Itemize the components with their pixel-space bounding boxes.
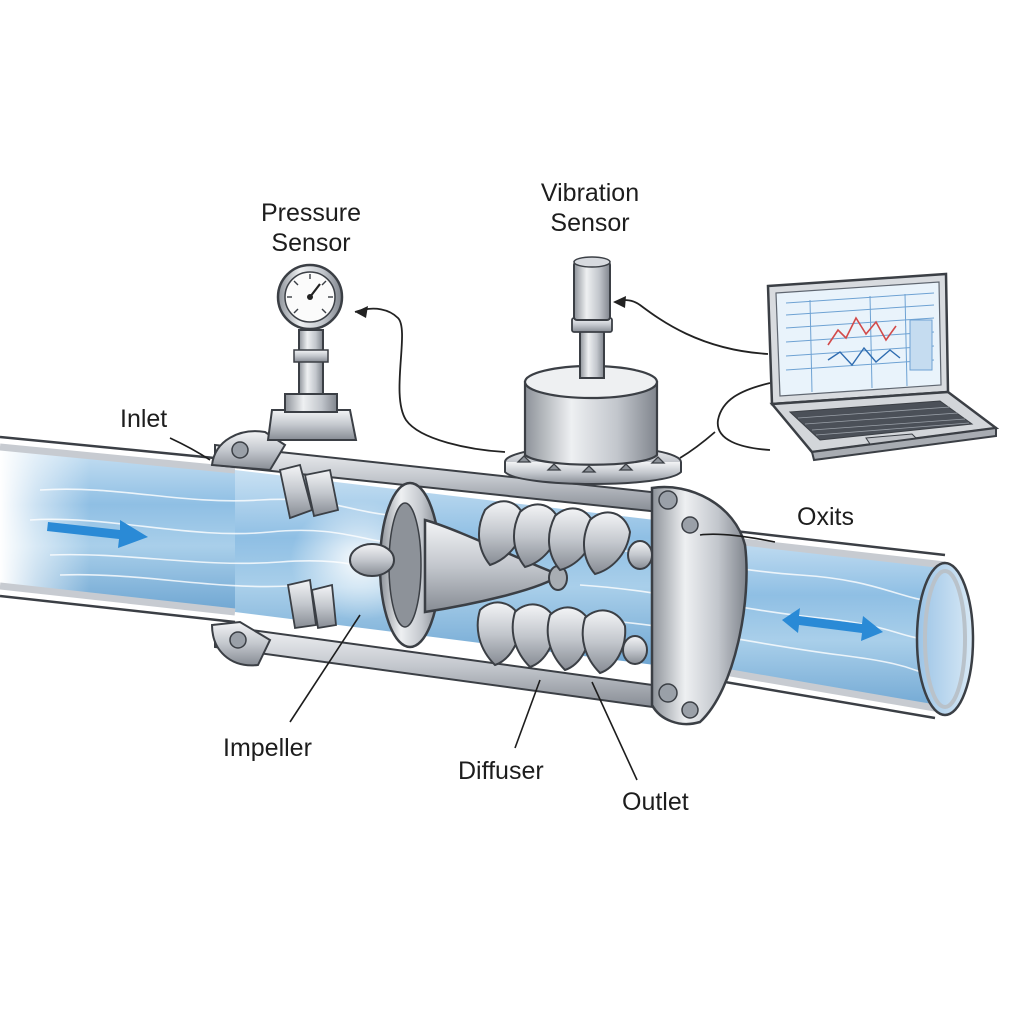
pressure-sensor-label-line2: Sensor [271,229,351,257]
impeller-label: Impeller [223,734,312,762]
leader-lines [169,437,776,781]
inlet-vanes [278,463,340,630]
vibration-sensor-icon [504,256,682,485]
meter-housing [210,430,748,726]
outlet-pipe-mouth [915,561,975,717]
vibration-sensor-label-line2: Sensor [550,209,630,237]
diffuser-label: Diffuser [458,757,544,785]
laptop-icon [766,272,1000,462]
diffuser-blades [476,500,653,675]
pressure-sensor-label-line1: Pressure [260,199,362,227]
inlet-label: Inlet [120,405,168,433]
pressure-sensor-label: Pressure Sensor [246,198,376,258]
vibration-sensor-label: Vibration Sensor [520,178,660,238]
oxits-label: Oxits [797,503,854,531]
vibration-sensor-label-line1: Vibration [540,179,640,207]
impeller [349,481,568,649]
outlet-label: Outlet [622,788,689,816]
pressure-gauge-icon [266,263,358,441]
flow-arrow-icon [47,520,148,548]
bidirectional-flow-arrow-icon [782,608,883,641]
